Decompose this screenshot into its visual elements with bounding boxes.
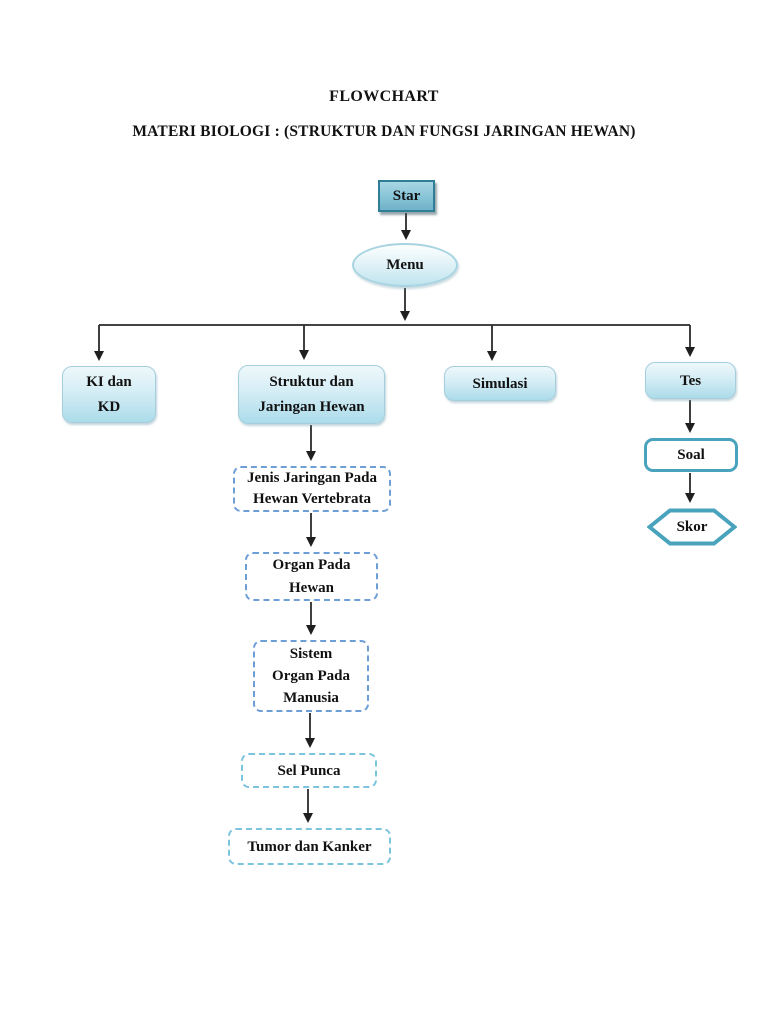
node-label: Skor — [676, 519, 708, 535]
node-struktur-dan-jaringan-hewan: Struktur dan Jaringan Hewan — [238, 365, 385, 424]
node-label: Simulasi — [472, 375, 528, 392]
node-label-line: Jaringan Hewan — [258, 398, 365, 415]
node-simulasi: Simulasi — [444, 366, 556, 401]
node-label-line: KI dan — [86, 373, 132, 390]
node-label-line: Jenis Jaringan Pada — [246, 470, 378, 486]
node-star: Star — [378, 180, 435, 212]
node-label-line: Sistem — [289, 646, 333, 662]
node-tumor-dan-kanker: Tumor dan Kanker — [228, 828, 391, 865]
page-subtitle: MATERI BIOLOGI : (STRUKTUR DAN FUNGSI JA… — [132, 123, 636, 140]
node-label-line: Organ Pada — [272, 668, 350, 684]
node-ki-dan-kd: KI dan KD — [62, 366, 156, 423]
page-title: FLOWCHART — [329, 88, 439, 105]
node-label: Star — [392, 188, 421, 204]
node-label-line: Organ Pada — [272, 556, 351, 573]
node-label-line: Struktur dan — [269, 373, 354, 390]
node-label: Soal — [677, 447, 705, 463]
node-label: Tes — [679, 372, 702, 389]
node-jenis-jaringan-pada-hewan-vertebrata: Jenis Jaringan Pada Hewan Vertebrata — [233, 466, 391, 512]
node-organ-pada-hewan: Organ Pada Hewan — [245, 552, 378, 601]
node-skor: Skor — [647, 508, 737, 546]
node-label-line: Hewan Vertebrata — [253, 491, 371, 507]
node-label: Tumor dan Kanker — [247, 838, 372, 855]
node-label-line: Hewan — [289, 579, 334, 596]
node-sistem-organ-pada-manusia: Sistem Organ Pada Manusia — [253, 640, 369, 712]
node-menu: Menu — [352, 243, 458, 287]
node-label-line: KD — [97, 398, 121, 415]
node-tes: Tes — [645, 362, 736, 399]
node-label: Menu — [386, 257, 424, 273]
node-sel-punca: Sel Punca — [241, 753, 377, 788]
node-label: Sel Punca — [277, 762, 341, 779]
node-label-line: Manusia — [283, 690, 339, 706]
node-soal: Soal — [644, 438, 738, 472]
hexagon-shape-icon — [647, 508, 737, 546]
